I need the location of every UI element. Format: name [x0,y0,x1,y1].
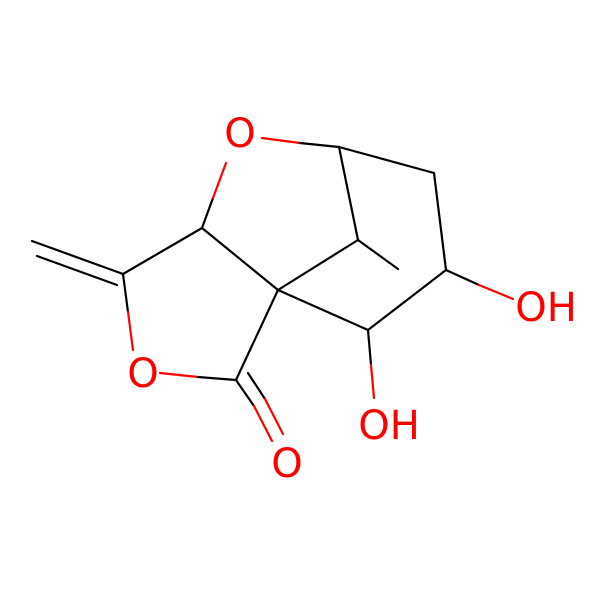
bond-c6-oh [366,328,376,400]
bond-o-ether-c7 [260,136,341,149]
oxygen-lactone-label: O [127,351,158,397]
bond-c2-o-ether [200,161,228,230]
bond-o-lactone-c4 [158,371,238,382]
bond-c9-c6 [366,268,448,332]
bond-c5-c7 [337,145,360,242]
bond-c3-c5 [276,238,360,292]
bond-c2-c3 [200,226,280,292]
bond-c7-c8 [337,145,436,175]
bond-c1-c2 [121,226,204,276]
oxygen-ether-label: O [224,111,255,157]
hydroxyl-right-label: OH [515,285,577,331]
bond-c1-o-lactone [121,272,135,352]
bond-c8-c9 [432,171,448,272]
methylene-double-bond [30,239,125,287]
bond-c3-c4 [234,288,280,382]
oxygen-carbonyl-label: O [271,441,302,487]
bond-c5-methyl [356,238,400,271]
hydroxyl-bottom-label: OH [358,403,420,449]
bond-c9-oh [444,268,515,301]
bond-c3-c6 [276,288,370,332]
carbonyl-double-bond [234,371,285,443]
